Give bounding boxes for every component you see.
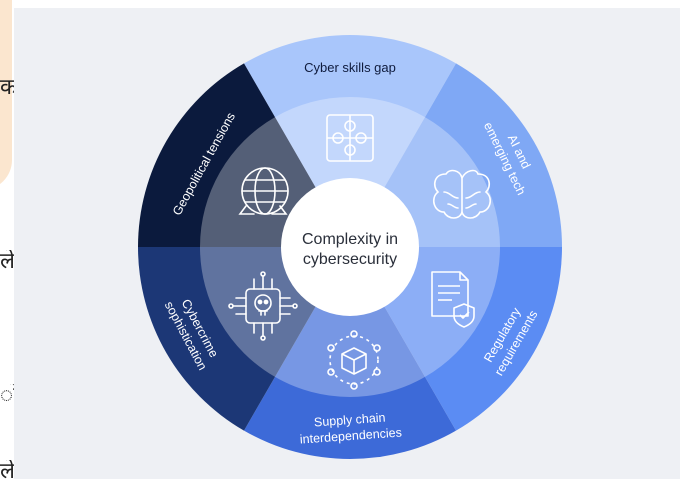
complexity-wheel-diagram: Complexity in cybersecurity Cyber skills… [138, 34, 562, 459]
inner-wedge-supply-chain [275, 247, 425, 397]
document-shield-icon [431, 271, 475, 328]
center-label-line-2: cybersecurity [303, 251, 397, 268]
skull-chip-icon [228, 271, 298, 341]
center-circle [281, 178, 419, 316]
wedge-geopolitical [138, 63, 350, 247]
wedge-cybercrime [138, 247, 350, 431]
left-glyph: ले [0, 460, 14, 479]
left-page-strip: क ले ों ले [0, 0, 14, 479]
center-label-line-1: Complexity in [302, 231, 398, 248]
left-glyph: क [0, 76, 14, 100]
left-glyph: ले [0, 250, 14, 274]
left-glyph: ों [0, 384, 14, 408]
figure-panel: Complexity in cybersecurity Cyber skills… [14, 8, 680, 479]
outer-ring [138, 34, 562, 459]
puzzle-icon [326, 114, 374, 162]
globe-icon [238, 167, 289, 215]
wedge-ai-emerging-tech [350, 63, 562, 247]
label-supply-line-1: Supply chain [314, 411, 386, 430]
label-cyber-skills-gap: Cyber skills gap [304, 60, 396, 75]
brain-icon [432, 169, 492, 219]
inner-wedge-cyber-skills-gap [275, 97, 425, 247]
wedge-regulatory-requirements [350, 247, 562, 431]
right-margin [680, 0, 694, 479]
left-accent-shape [0, 0, 12, 190]
cube-network-icon [327, 330, 381, 390]
wedge-supply-chain [244, 247, 456, 459]
